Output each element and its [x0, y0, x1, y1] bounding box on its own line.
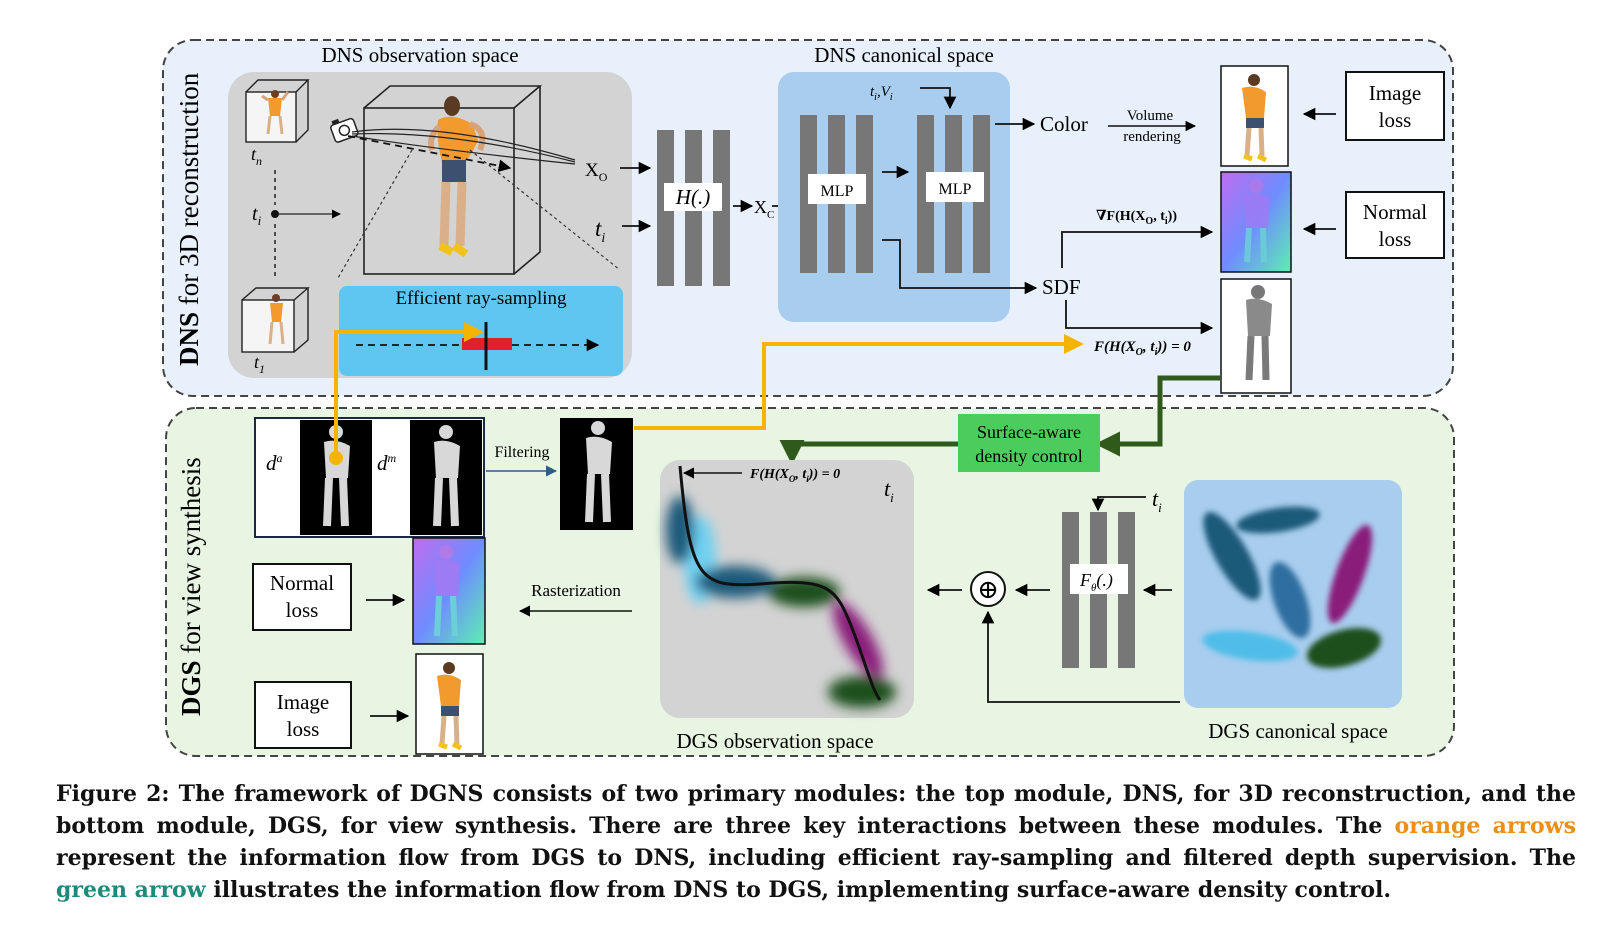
dns-normal-loss-1: Normal	[1363, 200, 1427, 224]
xo-label: XO	[585, 160, 608, 184]
caption-green-text: green arrow	[56, 877, 206, 903]
cube-t1	[241, 287, 310, 353]
plus-operator	[970, 571, 1006, 607]
dgs-section-label: DGS for view synthesis	[176, 457, 206, 716]
color-figure	[1242, 74, 1268, 163]
mlp2-label: MLP	[939, 181, 972, 198]
surface-aware-box	[958, 414, 1100, 472]
surface-aware-2: density control	[975, 446, 1082, 466]
dgs-normal-loss-2: loss	[286, 598, 319, 622]
time-ti-dot	[271, 210, 279, 218]
green-arrow	[1095, 375, 1220, 457]
orange-arrow-origin	[329, 451, 343, 465]
time-ti: ti	[252, 203, 262, 228]
ti-vi-arrow	[920, 87, 957, 110]
sdf-output: SDF	[1042, 275, 1081, 299]
time-t1: t1	[254, 352, 265, 376]
surface-arrow	[1065, 300, 1214, 335]
orange-arrow-depth	[634, 334, 1084, 430]
frustum-lines	[337, 149, 621, 279]
dgs-canonical-title: DGS canonical space	[1208, 719, 1388, 743]
ti-input-label: ti	[595, 216, 605, 246]
orange-arrow-ray-sampling	[334, 322, 484, 458]
dns-normal-loss-box	[1345, 191, 1445, 259]
figure-caption: Figure 2: The framework of DGNS consists…	[56, 781, 1576, 903]
canonical-to-plus-arrow	[981, 610, 1180, 703]
dgs-rendered-figure	[437, 662, 463, 751]
gradient-arrow	[1061, 225, 1214, 268]
dns-image-loss-box	[1345, 71, 1445, 141]
time-tn: tn	[251, 144, 262, 168]
depth-m-label: dm	[377, 451, 397, 475]
depth-a-label: da	[266, 451, 283, 475]
dgs-image-loss-2: loss	[287, 717, 320, 741]
h-function-box	[664, 183, 722, 211]
canonical-gaussians	[1202, 506, 1381, 668]
dgs-observation-title: DGS observation space	[676, 729, 873, 753]
ftheta-label: Fθ(.)	[1079, 570, 1113, 594]
dns-normal-loss-2: loss	[1379, 227, 1412, 251]
filtered-depth-figure	[585, 421, 612, 523]
dgs-ti-arrow	[1091, 496, 1146, 512]
sdf-arrow	[882, 239, 1038, 295]
dns-section-label: DNS for 3D reconstruction	[174, 72, 204, 366]
rasterization-label: Rasterization	[531, 581, 621, 600]
geometry-figure	[1245, 285, 1272, 381]
h-function-label: H(.)	[675, 185, 710, 209]
observation-equation: F(H(XO, ti)) = 0	[749, 467, 840, 484]
xc-label: XC	[754, 197, 774, 221]
volume-rendering-1: Volume	[1127, 108, 1174, 124]
dgs-image-loss-1: Image	[277, 690, 329, 714]
camera-rays	[351, 128, 576, 165]
mlp1-label: MLP	[821, 183, 854, 200]
caption-orange-text: orange arrows	[1394, 813, 1576, 839]
observation-ti: ti	[884, 476, 894, 505]
surface-aware-1: Surface-aware	[977, 422, 1081, 442]
depth-m-figure	[433, 425, 460, 527]
dns-canonical-title: DNS canonical space	[814, 43, 994, 67]
figure-t1	[268, 294, 285, 345]
dgs-normal-loss-1: Normal	[270, 571, 334, 595]
figure-tn	[261, 90, 290, 135]
big-cube	[363, 85, 543, 275]
framework-diagram: DNS for 3D reconstruction DNS observatio…	[162, 39, 1455, 757]
green-arrow-down	[779, 440, 958, 465]
dgs-normal-figure	[434, 545, 460, 637]
gradient-label: ∇F(H(XO, ti))	[1096, 209, 1177, 227]
mlp2-box	[926, 172, 984, 202]
dns-image-loss-2: loss	[1379, 108, 1412, 132]
dns-image-loss-1: Image	[1369, 81, 1421, 105]
dgs-image-loss-box	[254, 681, 352, 749]
observation-surface-curve	[678, 465, 882, 701]
camera-ray-dashed	[347, 135, 512, 172]
color-output: Color	[1040, 112, 1088, 136]
dgs-normal-loss-box	[252, 563, 352, 631]
dns-observation-title: DNS observation space	[321, 43, 518, 67]
ftheta-box	[1070, 564, 1128, 594]
surface-equation: F(H(XO, ti)) = 0	[1093, 339, 1191, 358]
volume-rendering-2: rendering	[1123, 129, 1181, 145]
mlp1-box	[808, 174, 866, 204]
ti-vi-label: ti,Vi	[870, 84, 893, 103]
filtering-label: Filtering	[494, 444, 549, 461]
plus-symbol: ⊕	[977, 575, 999, 604]
ray-sampling-title: Efficient ray-sampling	[395, 288, 567, 309]
dgs-ti-input: ti	[1152, 486, 1162, 515]
normal-figure	[1244, 179, 1270, 263]
